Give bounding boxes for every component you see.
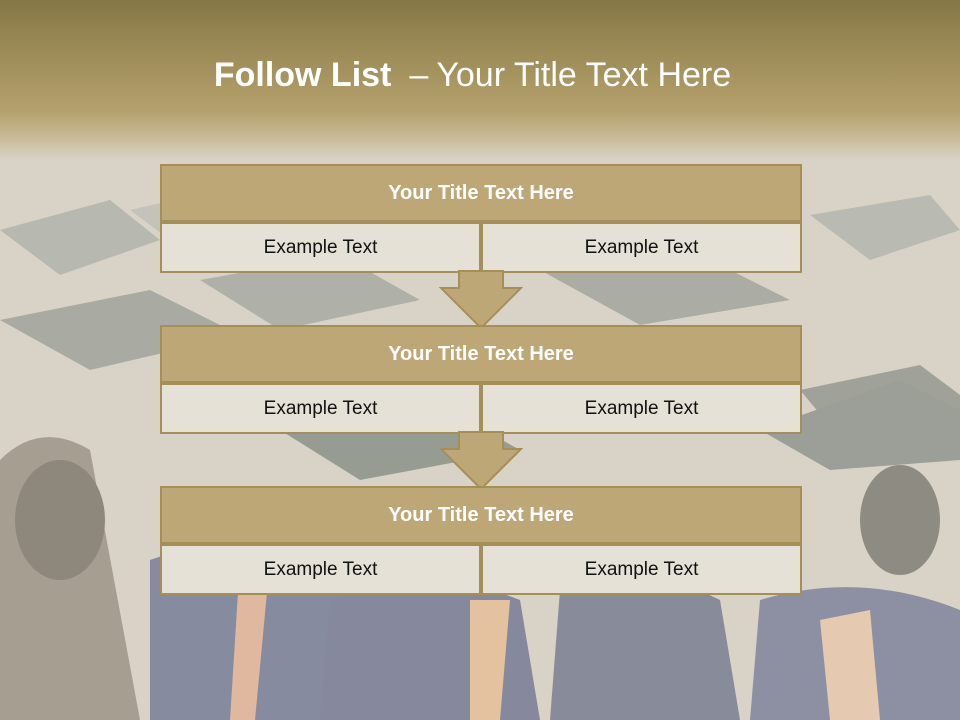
step-title: Your Title Text Here [160, 486, 802, 544]
slide-title-separator: – [409, 56, 429, 94]
step-cell-left: Example Text [160, 222, 481, 273]
step-box-3: Your Title Text Here Example Text Exampl… [160, 486, 802, 595]
step-cell-right: Example Text [481, 383, 802, 434]
step-title: Your Title Text Here [160, 164, 802, 222]
step-cell-right: Example Text [481, 222, 802, 273]
step-title: Your Title Text Here [160, 325, 802, 383]
header-band [0, 0, 960, 160]
down-arrow-icon [439, 270, 523, 330]
slide-title-text: Your Title Text Here [436, 56, 732, 94]
step-cell-left: Example Text [160, 383, 481, 434]
down-arrow-icon [439, 431, 523, 491]
slide-title-bold: Follow List [213, 56, 392, 94]
step-box-2: Your Title Text Here Example Text Exampl… [160, 325, 802, 434]
step-cell-left: Example Text [160, 544, 481, 595]
step-box-1: Your Title Text Here Example Text Exampl… [160, 164, 802, 273]
step-cell-right: Example Text [481, 544, 802, 595]
slide-title: Follow List–Your Title Text Here [0, 55, 945, 95]
